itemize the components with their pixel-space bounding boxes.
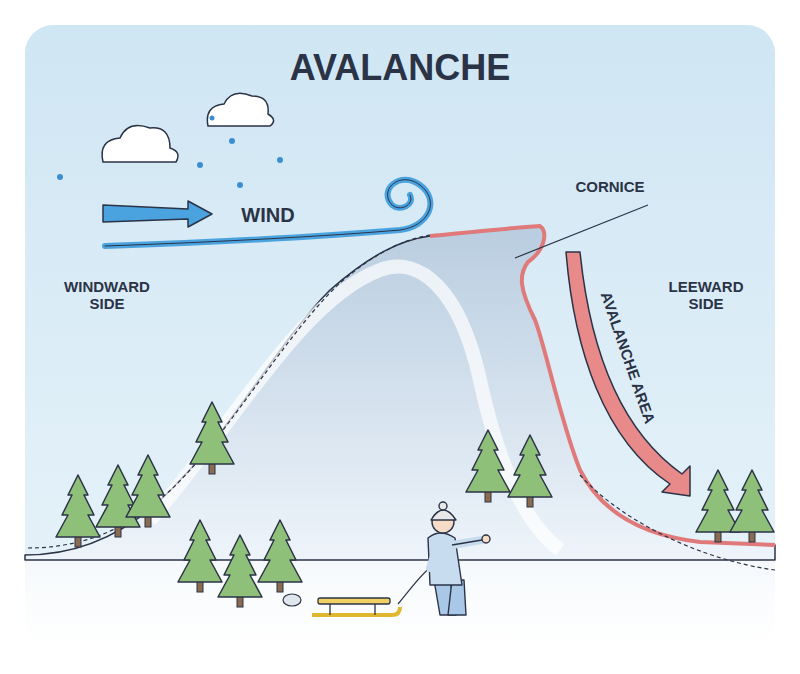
side-label: WINDWARD SIDE — [47, 278, 167, 313]
wind-arrow — [103, 201, 212, 227]
snowflakes — [57, 116, 283, 189]
mountain — [25, 226, 775, 560]
clouds — [102, 93, 273, 162]
sled — [312, 566, 432, 615]
diagram-title: AVALANCHE — [290, 47, 511, 88]
cornice-label: CORNICE — [575, 178, 644, 195]
wind-label: WIND — [241, 204, 294, 227]
person — [428, 502, 490, 615]
sky-panel — [25, 25, 775, 645]
trees — [56, 402, 774, 607]
side-label: LEEWARD SIDE — [656, 278, 756, 313]
leader-line — [515, 205, 648, 258]
